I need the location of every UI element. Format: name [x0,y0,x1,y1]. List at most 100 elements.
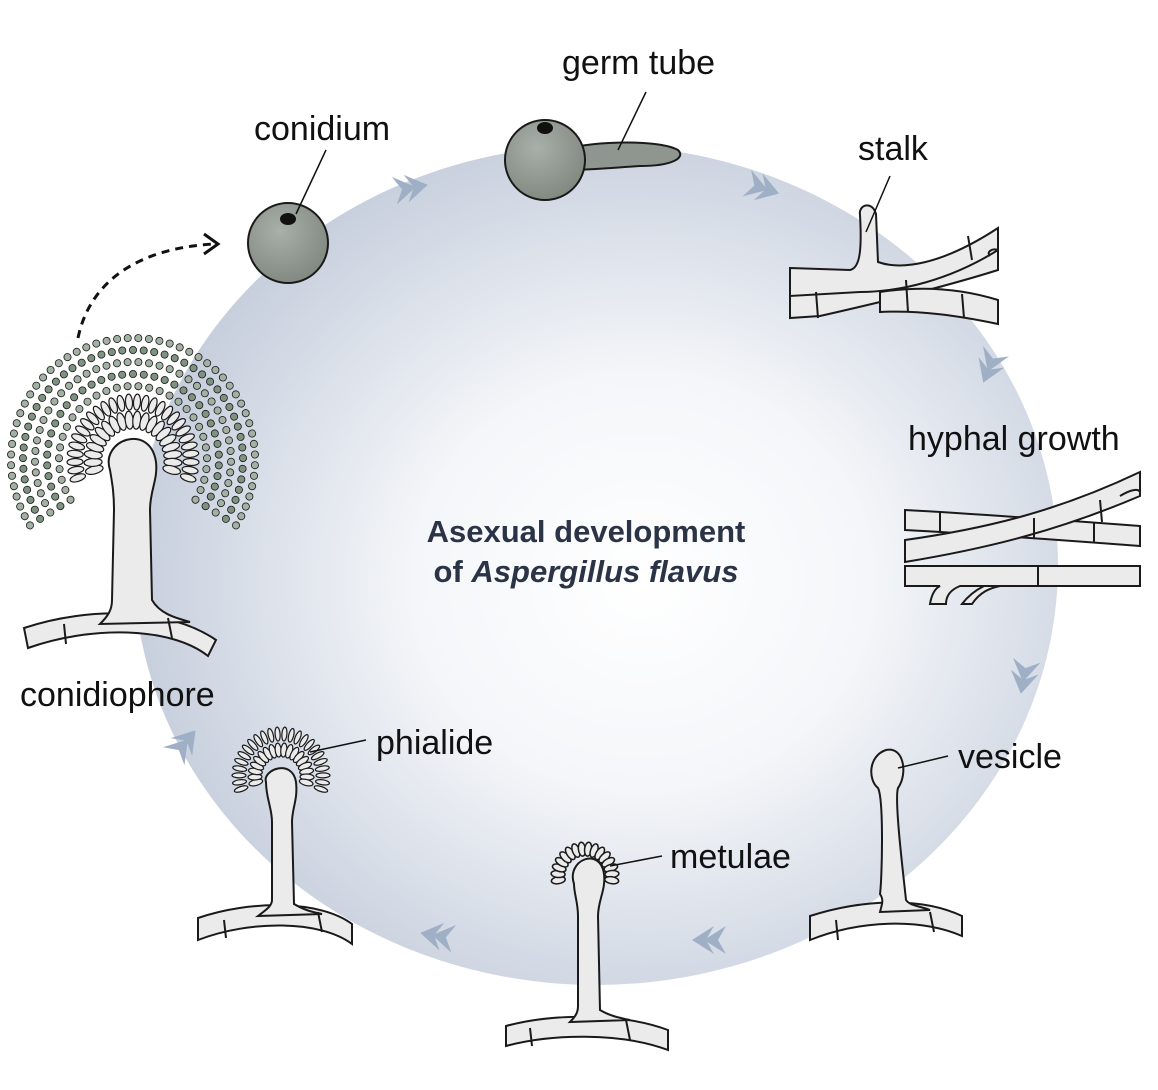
title-line-2: of Aspergillus flavus [427,552,746,592]
cell [7,461,16,470]
cell [154,400,166,417]
cell [80,418,95,431]
cell [232,765,248,772]
cell [85,411,100,426]
cell [43,461,52,470]
cell [72,347,81,356]
label-vesicle: vesicle [958,738,1062,776]
cell [314,779,331,786]
cell [20,512,29,521]
cell [253,734,264,748]
cell [227,457,236,466]
cell [210,429,219,438]
cell [182,449,200,459]
cell [71,433,88,444]
cell [175,369,184,378]
cell [199,432,208,441]
cell [64,381,73,390]
cell [210,482,219,491]
cell [160,350,169,359]
metulae-leader [609,855,663,867]
cell [116,394,126,412]
cell [192,381,201,390]
cell [315,772,331,779]
cell [23,485,32,494]
cell [7,450,16,459]
cell [206,377,215,386]
cell [230,412,239,421]
germ-tube-leader [617,91,647,151]
cell [19,443,28,452]
cell [202,465,211,474]
cell [92,391,101,400]
germ-tube-spore [504,119,681,201]
cell [8,439,17,448]
cell [239,454,248,463]
cell [194,353,203,362]
phialide-leader [309,739,367,753]
cell [274,726,281,742]
cell [82,369,91,378]
cell [185,347,194,356]
cell [147,397,158,414]
cell [241,744,255,756]
cell [231,495,240,504]
cell [165,391,174,400]
cell [32,402,41,411]
cell [35,425,44,434]
cell [187,393,196,402]
vesicle-structure [809,748,963,942]
cell [218,415,227,424]
cell [69,473,87,483]
cycle-arrow-2 [742,169,780,201]
cell [310,751,325,761]
cell [68,441,86,451]
title-species: Aspergillus flavus [471,554,739,590]
cell [155,361,164,370]
cell [219,393,228,402]
cell [75,404,84,413]
cell [68,413,77,422]
cell [224,478,233,487]
hyphal-growth-hyphae [904,470,1141,605]
cell [225,436,234,445]
cycle-arrow-4 [1010,657,1041,694]
cell [213,439,222,448]
cell [218,373,227,382]
cell [604,875,620,885]
cell [16,502,25,511]
cell [140,394,150,412]
cell [43,450,52,459]
cell [112,383,121,392]
cell [214,461,223,470]
cell [207,397,216,406]
cell [161,405,174,421]
conidium-spore [247,202,329,284]
cell [139,370,148,379]
cell [179,473,197,483]
cell [36,514,45,523]
cell [214,450,223,459]
cell [213,472,222,481]
cell [132,393,142,411]
cell [226,468,235,477]
cell [92,405,105,421]
cell [231,390,240,399]
cell [160,375,169,384]
stalk-leader [865,175,891,233]
cell [51,377,60,386]
cell [113,334,122,343]
cell [298,734,309,748]
cell [200,475,209,484]
cell [245,419,254,428]
cell [38,393,47,402]
cell [213,385,222,394]
cell [182,404,191,413]
cell [206,492,215,501]
cell [7,471,16,480]
label-conidiophore: conidiophore [20,676,215,714]
cell [61,486,70,495]
cell [44,406,53,415]
cell [248,429,257,438]
